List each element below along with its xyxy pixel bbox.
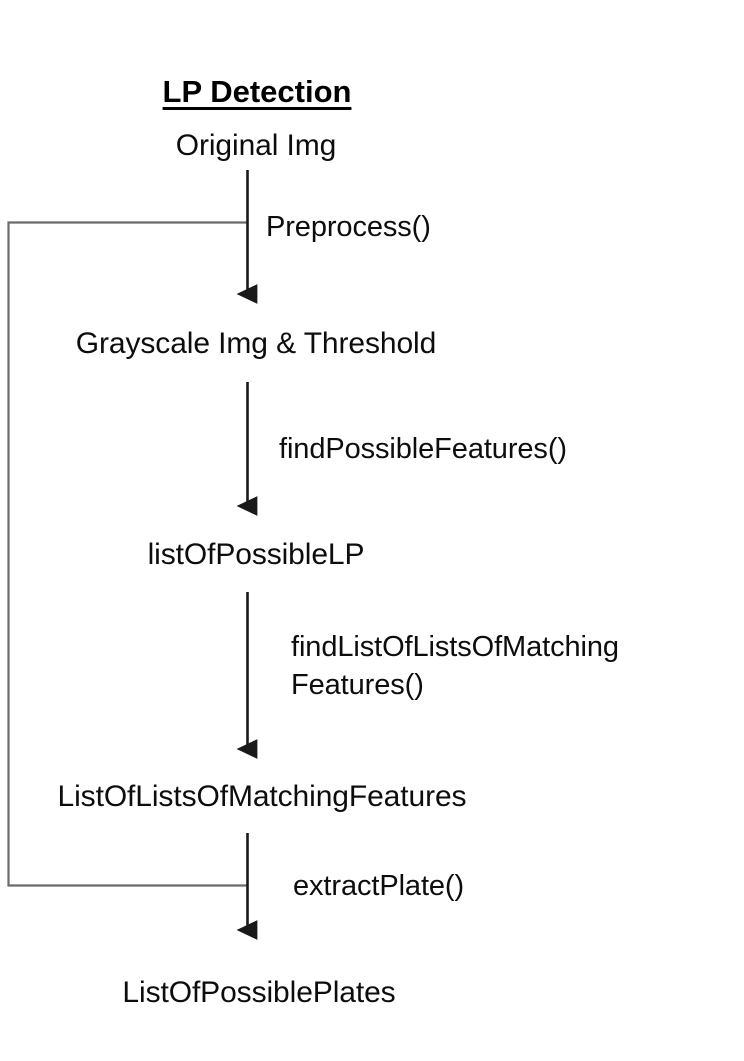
node-list-of-possible-lp: listOfPossibleLP [147, 538, 365, 571]
node-original-img: Original Img [175, 129, 337, 162]
node-grayscale-img-threshold: Grayscale Img & Threshold [75, 327, 437, 360]
edge-label-preprocess: Preprocess() [266, 211, 431, 243]
edge-label-find-list-of-lists-of-matching-features: findListOfListsOfMatching Features() [291, 631, 619, 702]
edge-label-extract-plate: extractPlate() [293, 870, 465, 902]
node-list-of-possible-plates: ListOfPossiblePlates [122, 976, 396, 1009]
feedback-loop-connector [7, 221, 248, 887]
node-list-of-lists-of-matching-features: ListOfListsOfMatchingFeatures [57, 780, 467, 813]
diagram-title: LP Detection [162, 74, 352, 109]
edge-label-find-possible-features: findPossibleFeatures() [279, 433, 567, 465]
